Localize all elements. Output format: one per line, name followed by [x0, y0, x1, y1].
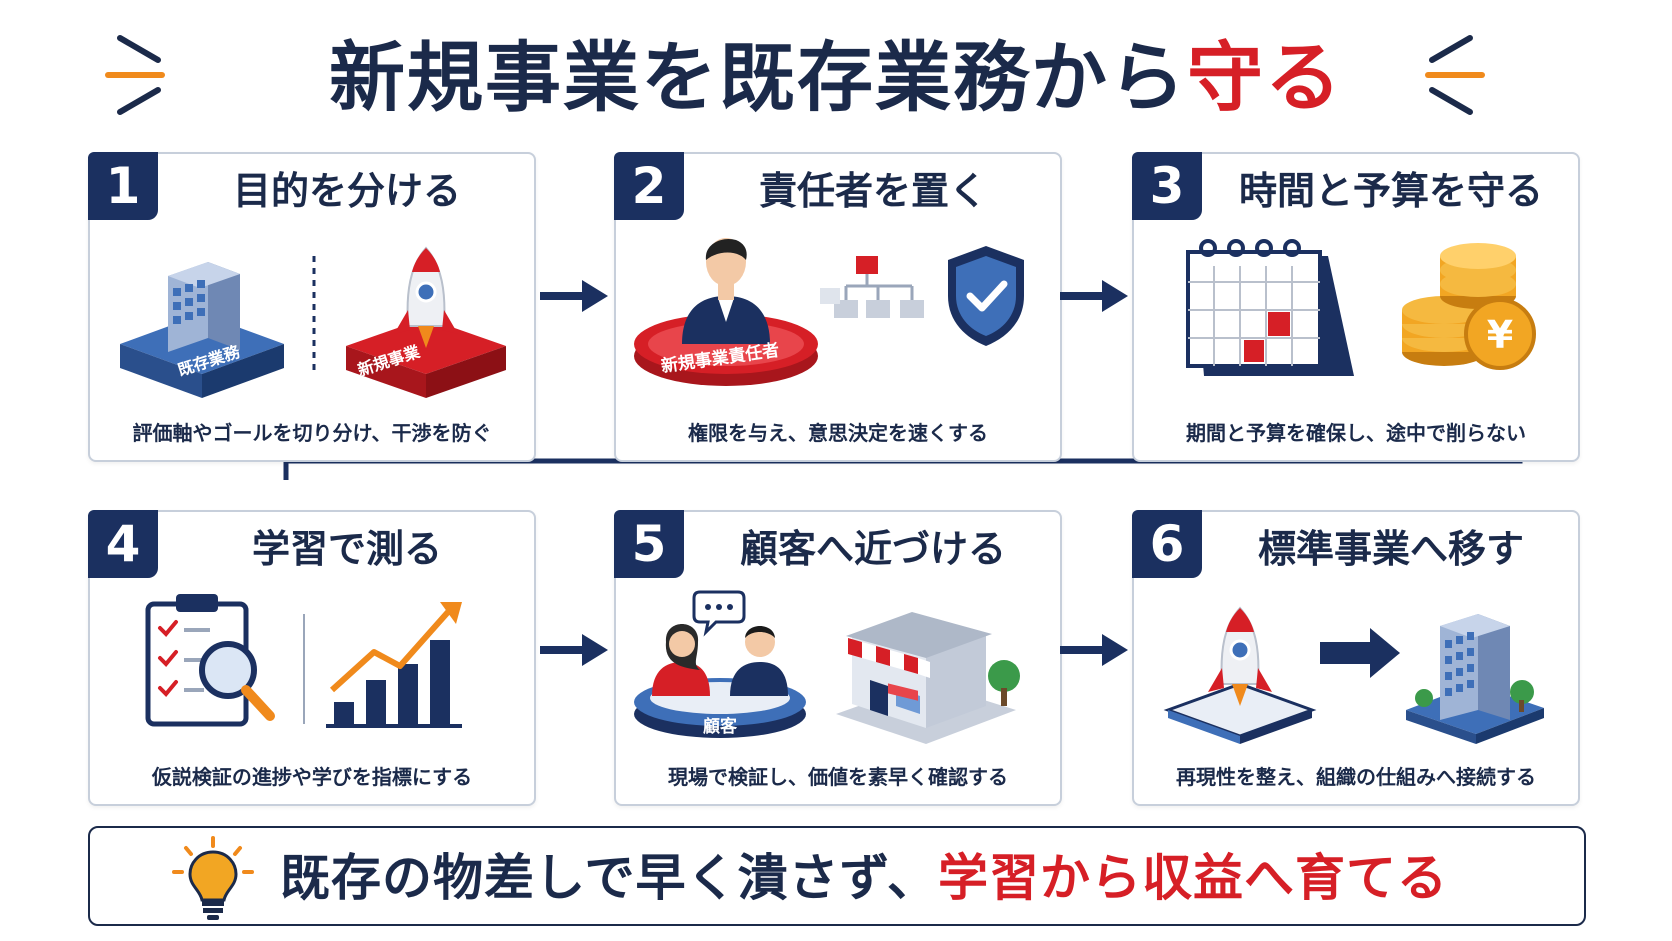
leader-illustration: 新規事業責任者	[634, 238, 1024, 386]
customer-illustration: 顧客	[634, 590, 1020, 744]
step-card-2: 2 責任者を置く 新規事業責任者	[614, 152, 1062, 462]
title-highlight: 守る	[1187, 33, 1343, 122]
page-title-area: 新規事業を既存業務から守る	[0, 28, 1672, 128]
step-description: 権限を与え、意思決定を速くする	[688, 421, 988, 445]
burst-right-icon	[1425, 35, 1485, 115]
coins-yen-icon: ¥	[1402, 243, 1536, 370]
rocket-icon	[1208, 606, 1272, 706]
step-number: 2	[614, 152, 684, 220]
step-title: 責任者を置く	[758, 169, 987, 213]
page-title: 新規事業を既存業務から守る	[0, 28, 1672, 128]
step-title: 目的を分ける	[232, 169, 461, 213]
store-icon	[836, 612, 1020, 744]
bottom-message: 既存の物差しで早く潰さず、学習から収益へ育てる	[280, 828, 1544, 928]
step-card-4: 4 学習で測る 仮説検証の進捗や学びを指標にする	[88, 510, 536, 806]
leader-person-icon	[682, 238, 770, 344]
time-budget-illustration: ¥	[1186, 239, 1536, 376]
step-card-1: 1 目的を分ける 既存業務	[88, 152, 536, 462]
bottom-text: 既存の物差しで早く潰さず、	[280, 849, 938, 907]
step-number: 1	[88, 152, 158, 220]
rocket-icon	[394, 246, 458, 348]
org-chart-icon	[820, 256, 924, 318]
step-number: 4	[88, 510, 158, 578]
learning-metrics-illustration	[145, 594, 462, 728]
step-description: 再現性を整え、組織の仕組みへ接続する	[1176, 765, 1536, 789]
bottom-highlight: 学習から収益へ育てる	[938, 849, 1448, 907]
calendar-icon	[1186, 239, 1354, 376]
growth-chart-icon	[326, 602, 462, 728]
transition-illustration	[1163, 606, 1544, 744]
step-card-3: 3 時間と予算を守る ¥ 期間と予算	[1132, 152, 1580, 462]
transition-arrow-icon	[1320, 628, 1400, 678]
step-description: 現場で検証し、価値を素早く確認する	[668, 765, 1008, 789]
step-title: 標準事業へ移す	[1257, 527, 1524, 571]
clipboard-magnifier-icon	[145, 594, 275, 727]
arrow-2-to-3	[1060, 280, 1128, 312]
conversation-people-icon	[652, 590, 788, 696]
arrow-1-to-2	[540, 280, 608, 312]
office-building-icon	[1415, 614, 1534, 720]
arrow-4-to-5	[540, 634, 608, 666]
step-description: 仮説検証の進捗や学びを指標にする	[151, 765, 473, 789]
step-number: 5	[614, 510, 684, 578]
shield-check-icon	[948, 246, 1024, 346]
step-number: 3	[1132, 152, 1202, 220]
step-description: 評価軸やゴールを切り分け、干渉を防ぐ	[132, 421, 492, 445]
arrow-5-to-6	[1060, 634, 1128, 666]
office-building-icon	[168, 262, 240, 352]
step-number: 6	[1132, 510, 1202, 578]
step-description: 期間と予算を確保し、途中で削らない	[1186, 421, 1526, 445]
yen-symbol: ¥	[1487, 313, 1513, 357]
title-main: 新規事業を既存業務から	[329, 33, 1187, 122]
bottom-message-box: 既存の物差しで早く潰さず、学習から収益へ育てる	[88, 826, 1586, 926]
step-title: 顧客へ近づける	[739, 527, 1006, 571]
step-title: 学習で測る	[251, 527, 442, 571]
step-card-6: 6 標準事業へ移す	[1132, 510, 1580, 806]
step-title: 時間と予算を守る	[1238, 169, 1543, 213]
existing-vs-new-illustration: 既存業務 新規事業	[120, 246, 506, 398]
label-customer: 顧客	[703, 716, 738, 737]
burst-left-icon	[105, 35, 165, 115]
step-card-5: 5 顧客へ近づける 顧客	[614, 510, 1062, 806]
lightbulb-icon	[172, 836, 254, 920]
